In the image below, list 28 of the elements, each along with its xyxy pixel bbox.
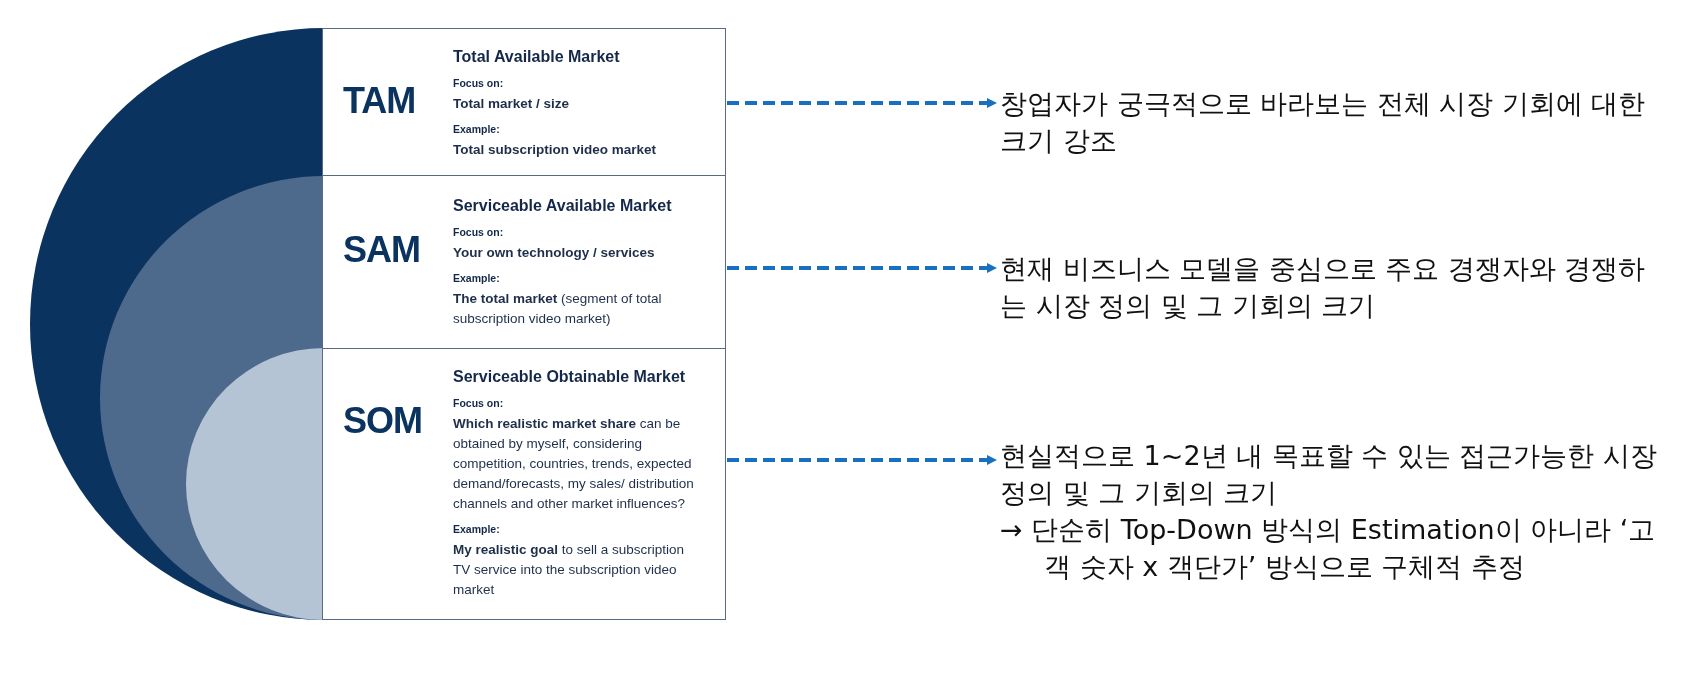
- market-row-box: [322, 348, 726, 620]
- description-text: 현실적으로 1~2년 내 목표할 수 있는 접근가능한 시장 정의 및 그 기회의 크기: [1000, 439, 1659, 510]
- body-text: Total subscription video market: [453, 141, 658, 159]
- row-heading: Serviceable Available Market: [453, 196, 673, 216]
- body-text: Which realistic market share can be obtained by myself, considering competition, countries, trends, expected demand/forecasts, my sales/ distribution channels and other market influences?: [453, 415, 695, 513]
- description-text: 창업자가 궁극적으로 바라보는 전체 시장 기회에 대한 크기 강조: [1000, 87, 1647, 158]
- body-text: The total market (segment of total subscription video market): [453, 290, 663, 328]
- acronym-label: SOM: [343, 401, 422, 441]
- acronym-label: SAM: [343, 230, 420, 270]
- field-label: Focus on:: [453, 76, 505, 90]
- body-text: My realistic goal to sell a subscription TV service into the subscription video market: [453, 541, 686, 599]
- dashed-arrow: [727, 263, 997, 273]
- row-heading: Serviceable Obtainable Market: [453, 367, 687, 387]
- body-text: Your own technology / services: [453, 244, 656, 262]
- field-label: Example:: [453, 271, 501, 285]
- field-label: Example:: [453, 122, 501, 136]
- market-row-box: [322, 175, 726, 349]
- acronym-label: TAM: [343, 81, 416, 121]
- field-label: Focus on:: [453, 396, 505, 410]
- field-label: Focus on:: [453, 225, 505, 239]
- field-label: Example:: [453, 522, 501, 536]
- dashed-arrow: [727, 98, 997, 108]
- description-text: → 단순히 Top-Down 방식의 Estimation이 아니라 ‘고객 숫자 x 객단가’ 방식으로 구체적 추정: [1000, 513, 1657, 584]
- dashed-arrow: [727, 455, 997, 465]
- body-text: Total market / size: [453, 95, 571, 113]
- market-row-box: [322, 28, 726, 176]
- description-text: 현재 비즈니스 모델을 중심으로 주요 경쟁자와 경쟁하는 시장 정의 및 그 기회의 크기: [1000, 252, 1647, 323]
- row-heading: Total Available Market: [453, 47, 621, 67]
